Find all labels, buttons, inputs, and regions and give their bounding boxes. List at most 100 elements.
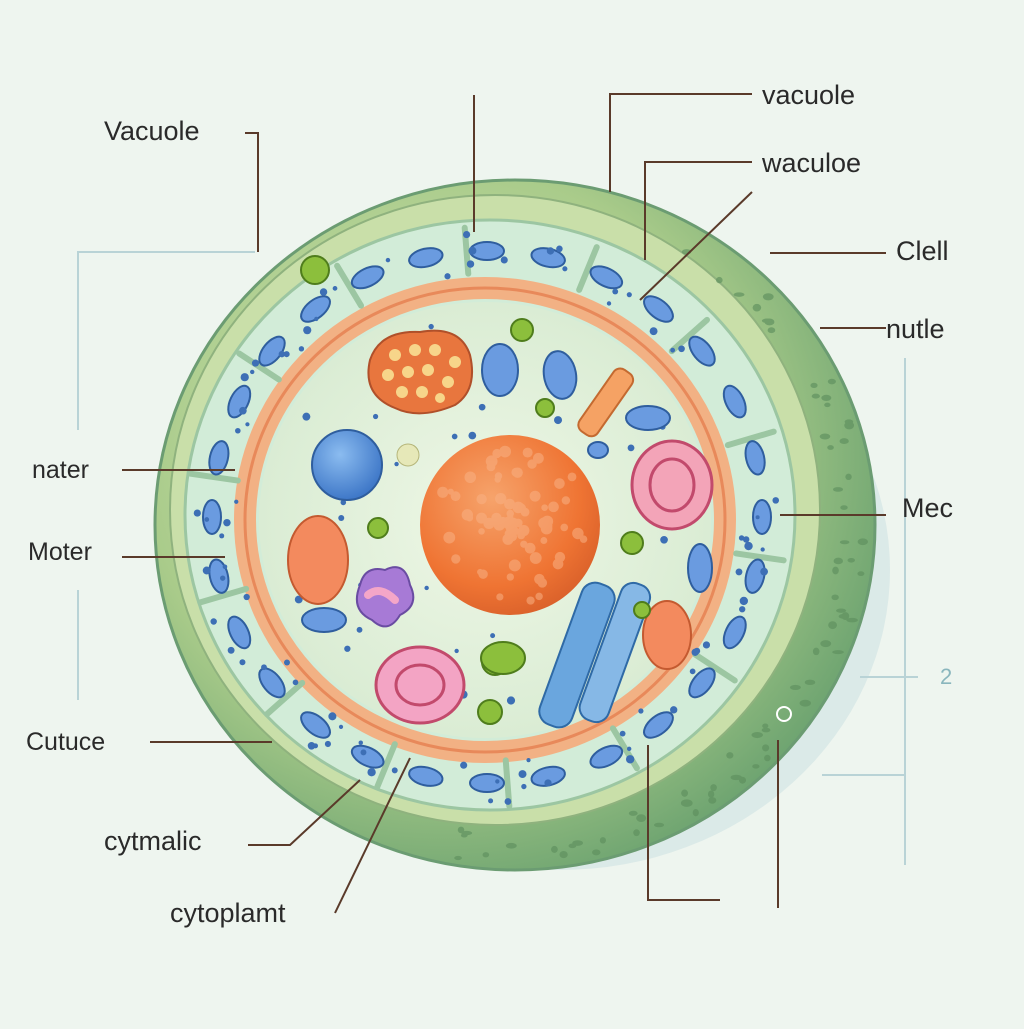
granule-dot xyxy=(689,668,696,675)
granule-dot xyxy=(772,497,780,504)
granule-dot xyxy=(332,285,338,291)
wall-pit xyxy=(752,303,762,312)
ring-vacuole xyxy=(408,247,444,269)
wall-pit xyxy=(812,647,820,656)
label-mec: Mec xyxy=(902,493,954,523)
granule-dot xyxy=(298,346,305,352)
granule-dot xyxy=(330,713,336,719)
ring-vacuole xyxy=(643,711,674,739)
granule-dot xyxy=(251,359,260,367)
wall-pit xyxy=(844,419,854,425)
wall-pit xyxy=(810,382,818,389)
golgi-apparatus xyxy=(367,329,474,415)
wall-pit xyxy=(761,318,773,324)
pink-organelle-bottom-inner xyxy=(394,663,446,707)
wall-pit xyxy=(804,679,816,686)
nucleus-texture xyxy=(450,491,461,502)
wall-pit xyxy=(716,276,723,284)
ring-vacuole xyxy=(688,335,716,367)
granule-dot xyxy=(385,257,391,263)
granule-dot xyxy=(424,585,429,591)
wall-pit xyxy=(599,837,606,844)
wall-pit xyxy=(559,850,568,859)
granule-dot xyxy=(344,645,351,652)
nucleus-texture xyxy=(478,528,485,535)
nucleus-texture xyxy=(567,472,577,482)
granule-dot xyxy=(562,266,568,272)
granule-dot xyxy=(340,499,347,506)
nucleus-texture xyxy=(494,476,501,483)
ring-vacuole xyxy=(744,558,766,594)
granule-dot xyxy=(454,648,459,654)
granule-dot xyxy=(367,768,376,777)
granule-dot xyxy=(606,301,612,306)
nucleus-texture xyxy=(533,452,544,464)
granule-dot xyxy=(243,593,250,601)
label-cytoplamt: cytoplamt xyxy=(170,898,286,928)
granule-dot xyxy=(739,606,746,613)
ring-vacuole xyxy=(469,773,505,793)
label-cytmalic: cytmalic xyxy=(104,826,202,856)
granule-dot xyxy=(625,755,635,764)
nucleus-texture xyxy=(505,518,516,530)
wall-pit xyxy=(789,684,801,690)
nucleus-texture xyxy=(526,596,535,605)
nucleus-texture xyxy=(529,552,542,564)
granule-dot xyxy=(660,535,668,544)
blue-vesicle xyxy=(481,343,519,397)
granule-dot xyxy=(250,369,255,375)
green-organelle xyxy=(477,699,503,725)
wall-pit xyxy=(832,566,839,575)
granule-dot xyxy=(283,351,290,358)
ring-divider xyxy=(668,316,710,355)
wall-pit xyxy=(857,538,868,546)
cell-membrane-line xyxy=(243,286,727,754)
nucleus-texture xyxy=(492,448,502,459)
granule-dot xyxy=(372,413,379,420)
nucleus-texture xyxy=(560,523,569,532)
granule-dot xyxy=(444,273,451,280)
label-clell: Clell xyxy=(896,236,949,266)
granule-dot xyxy=(222,564,228,570)
wall-pit xyxy=(811,393,820,399)
granule-dot xyxy=(239,406,247,415)
granule-dot xyxy=(219,533,225,539)
leader-line xyxy=(639,191,753,301)
wall-pit xyxy=(833,557,844,565)
nucleus-texture xyxy=(499,445,512,458)
ring-divider xyxy=(236,350,282,383)
blue-vesicle xyxy=(687,543,713,593)
wall-pit xyxy=(820,640,832,648)
granule-dot xyxy=(500,256,508,264)
ring-vacuole xyxy=(752,499,772,535)
nucleus-texture xyxy=(465,514,474,522)
granule-dot xyxy=(466,260,475,268)
granule-dot xyxy=(391,767,398,774)
granule-dot xyxy=(742,536,750,543)
wall-pit xyxy=(636,814,647,822)
granule-dot xyxy=(526,758,531,763)
granule-dot xyxy=(626,746,632,752)
nucleus-texture xyxy=(512,527,520,535)
granule-dot xyxy=(739,596,748,606)
granule-dot xyxy=(451,433,458,440)
granule-dot xyxy=(338,724,344,729)
granule-dot xyxy=(760,567,768,576)
nucleus-texture xyxy=(451,554,461,564)
wall-pit xyxy=(592,849,601,856)
granule-dot xyxy=(261,664,267,671)
nucleus-texture xyxy=(522,447,533,458)
ring-vacuole xyxy=(350,265,385,290)
blue-vesicle xyxy=(542,350,578,400)
leader-line xyxy=(248,779,361,846)
marker-circle xyxy=(776,706,792,722)
ring-divider xyxy=(692,651,738,684)
wall-pit xyxy=(653,822,665,828)
granule-dot xyxy=(760,547,765,552)
granule-dot xyxy=(506,696,516,705)
nucleus-texture xyxy=(504,498,515,510)
ring-vacuole xyxy=(643,295,674,323)
nucleus-texture xyxy=(554,478,565,489)
wall-pit xyxy=(836,608,847,613)
wall-pit xyxy=(761,727,771,733)
